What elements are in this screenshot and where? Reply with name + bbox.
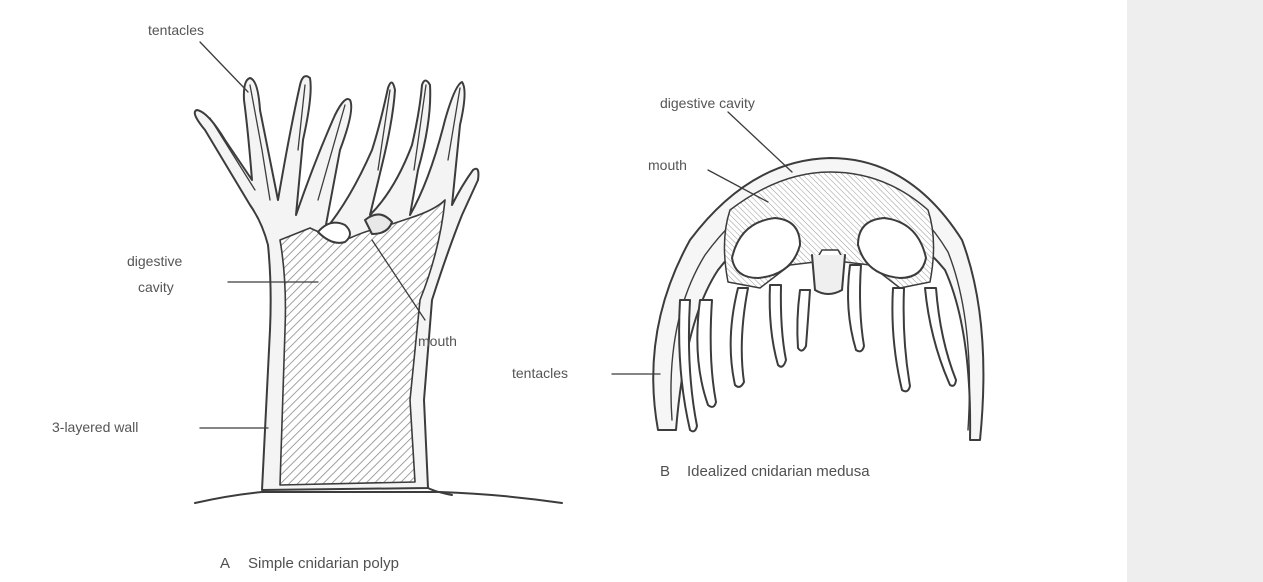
polyp-figure (195, 42, 562, 503)
medusa-tentacle (892, 288, 910, 391)
medusa-tentacle (697, 300, 716, 407)
medusa-caption-letter: B (660, 463, 670, 480)
medusa-caption-text: Idealized cnidarian medusa (687, 463, 870, 480)
polyp-wall-label: 3-layered wall (52, 419, 138, 435)
polyp-mouth-label: mouth (418, 333, 457, 349)
medusa-cavity-leader (728, 112, 792, 172)
polyp-caption-letter: A (220, 555, 230, 572)
side-panel (1127, 0, 1263, 582)
medusa-tentacle (731, 288, 748, 387)
medusa-cavity-label: digestive cavity (660, 95, 755, 111)
polyp-tentacles-label: tentacles (148, 22, 204, 38)
cnidarian-diagram: tentacles digestive cavity mouth 3-layer… (0, 0, 1127, 582)
medusa-tentacle (797, 290, 810, 351)
medusa-tentacles-label: tentacles (512, 365, 568, 381)
medusa-tentacle (848, 265, 864, 351)
polyp-cavity-label-line2: cavity (138, 279, 174, 295)
polyp-caption-text: Simple cnidarian polyp (248, 555, 399, 572)
medusa-manubrium (812, 255, 845, 294)
polyp-tentacles-leader (200, 42, 248, 92)
medusa-tentacle (770, 285, 786, 367)
polyp-ground-line (195, 492, 562, 503)
polyp-cavity-label-line1: digestive (127, 253, 182, 269)
medusa-mouth-label: mouth (648, 157, 687, 173)
medusa-tentacle (925, 288, 956, 386)
